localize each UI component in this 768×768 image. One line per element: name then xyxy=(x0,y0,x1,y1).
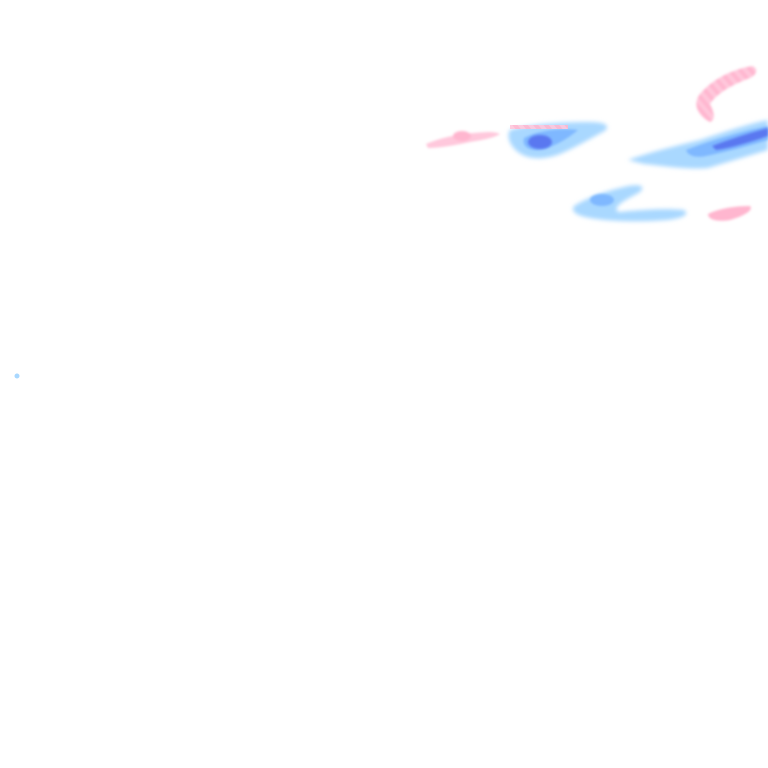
precip-cell-south-band xyxy=(572,185,687,222)
precip-cell-mixed-northeast xyxy=(696,66,757,122)
precip-cell-mixed-southeast xyxy=(708,206,751,221)
precip-speck-west xyxy=(14,373,20,379)
precip-cell-central xyxy=(508,122,608,159)
precip-cell-east-band xyxy=(628,120,768,169)
precip-cell-mixed-west xyxy=(426,131,500,148)
